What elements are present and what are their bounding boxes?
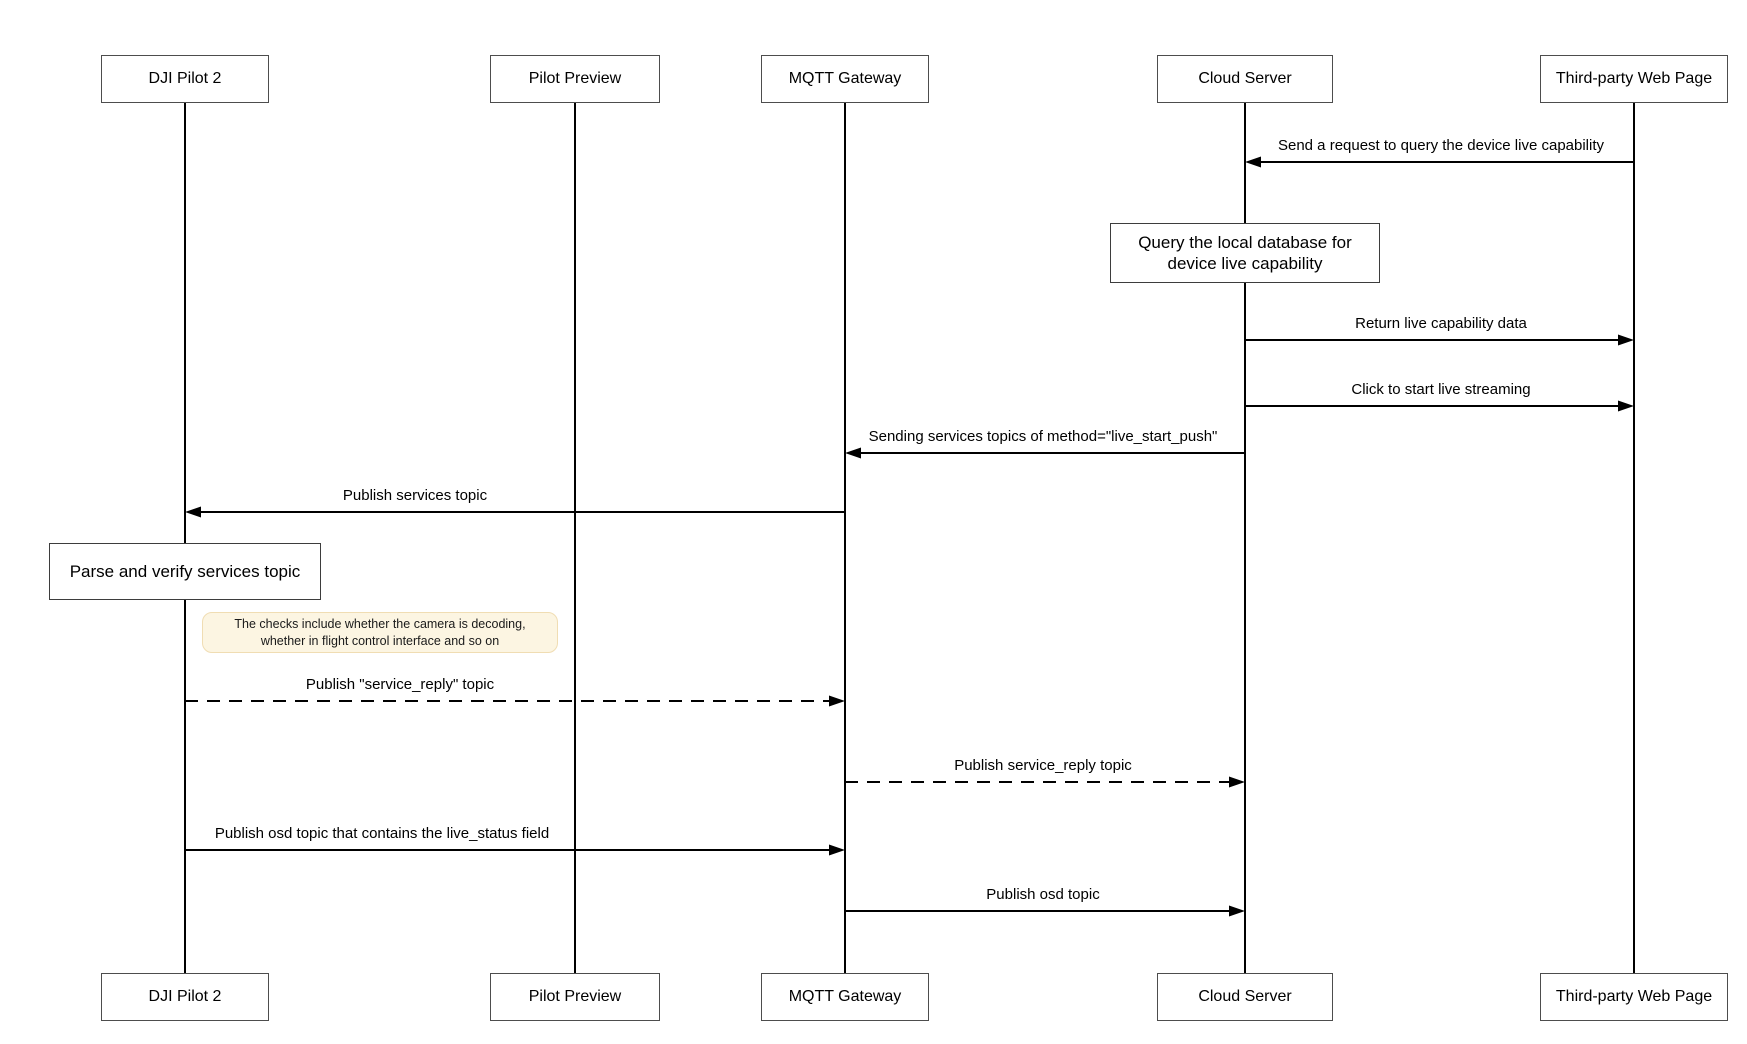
actor-box-top-pilot-preview: Pilot Preview — [490, 55, 660, 103]
arrowhead-icon — [1618, 334, 1634, 346]
arrowhead-icon — [1245, 156, 1261, 168]
arrowhead-icon — [185, 506, 201, 518]
actor-box-top-cloud-server: Cloud Server — [1157, 55, 1333, 103]
message-label-5: Publish services topic — [342, 487, 488, 504]
message-label-7: Publish service_reply topic — [954, 757, 1132, 774]
message-label-6: Publish "service_reply" topic — [305, 676, 495, 693]
actor-box-bottom-dji-pilot-2: DJI Pilot 2 — [101, 973, 269, 1021]
actor-box-top-mqtt-gateway: MQTT Gateway — [761, 55, 929, 103]
actor-box-bottom-mqtt-gateway: MQTT Gateway — [761, 973, 929, 1021]
message-label-1: Send a request to query the device live … — [1277, 137, 1605, 154]
actor-box-top-dji-pilot-2: DJI Pilot 2 — [101, 55, 269, 103]
arrowhead-icon — [845, 447, 861, 459]
arrowhead-icon — [1229, 776, 1245, 788]
message-label-8: Publish osd topic that contains the live… — [214, 825, 550, 842]
message-label-4: Sending services topics of method="live_… — [868, 428, 1218, 445]
process-box-query-the-local-database: Query the local database for device live… — [1110, 223, 1380, 283]
actor-box-top-third-party-web-page: Third-party Web Page — [1540, 55, 1728, 103]
message-label-2: Return live capability data — [1355, 315, 1527, 332]
actor-box-bottom-pilot-preview: Pilot Preview — [490, 973, 660, 1021]
arrowhead-icon — [1618, 400, 1634, 412]
message-label-9: Publish osd topic — [986, 886, 1100, 903]
actor-box-bottom-cloud-server: Cloud Server — [1157, 973, 1333, 1021]
actor-box-bottom-third-party-web-page: Third-party Web Page — [1540, 973, 1728, 1021]
arrowhead-icon — [829, 695, 845, 707]
arrowhead-icon — [1229, 905, 1245, 917]
message-label-3: Click to start live streaming — [1351, 381, 1531, 398]
process-box-parse-and-verify-services: Parse and verify services topic — [49, 543, 321, 600]
note-checks-description: The checks include whether the camera is… — [202, 612, 558, 653]
arrowhead-icon — [829, 844, 845, 856]
